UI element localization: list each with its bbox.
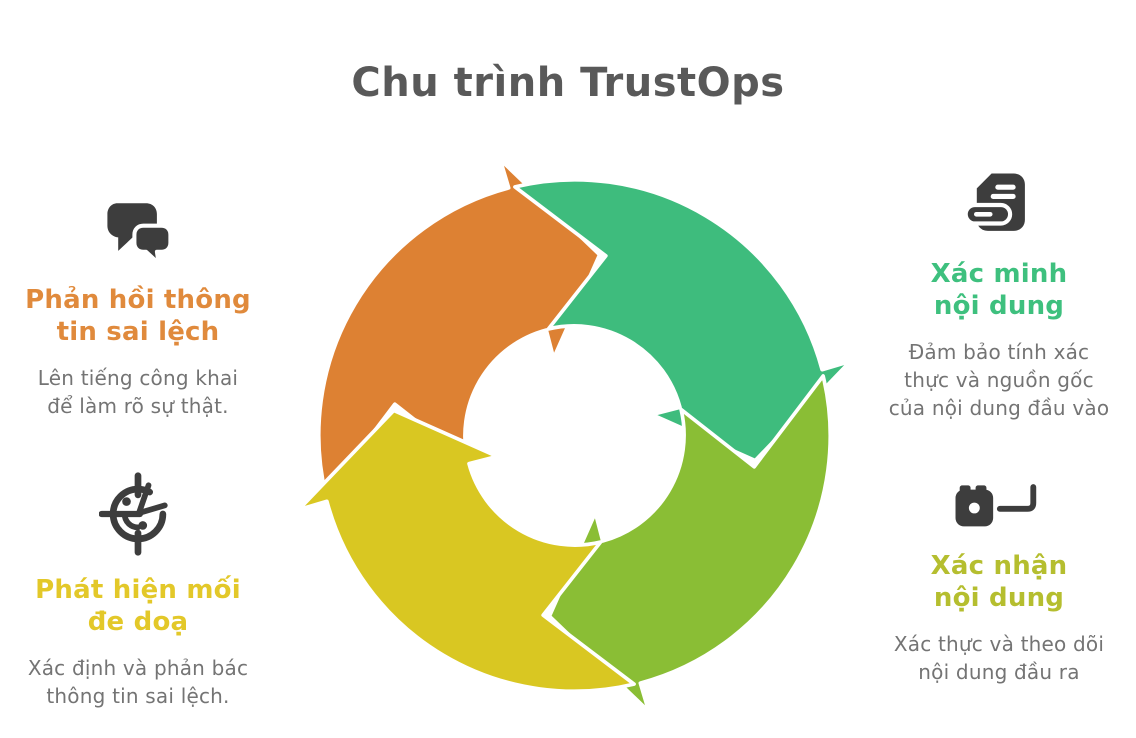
heading-line: nội dung bbox=[933, 583, 1065, 614]
section-validate-content: Xác nhận nội dung Xác thực và theo dõi n… bbox=[870, 482, 1128, 686]
section-respond-misinformation: Phản hồi thông tin sai lệch Lên tiếng cô… bbox=[18, 196, 258, 420]
body-line: Đảm bảo tính xác bbox=[908, 340, 1090, 365]
trustops-cycle-diagram bbox=[296, 157, 853, 714]
body-line: của nội dung đầu vào bbox=[888, 396, 1110, 421]
section-description: Xác thực và theo dõi nội dung đầu ra bbox=[870, 630, 1128, 686]
body-line: Xác thực và theo dõi bbox=[893, 632, 1105, 657]
body-line: Xác định và phản bác bbox=[27, 656, 249, 681]
heading-line: Xác minh bbox=[930, 259, 1068, 289]
heading-line: tin sai lệch bbox=[56, 317, 220, 348]
heading-line: nội dung bbox=[933, 291, 1065, 322]
heading-line: Xác nhận bbox=[930, 551, 1068, 581]
radar-icon bbox=[18, 470, 258, 558]
section-verify-content: Xác minh nội dung Đảm bảo tính xác thực … bbox=[870, 168, 1128, 422]
section-heading: Phát hiện mối đe doạ bbox=[18, 574, 258, 638]
section-heading: Phản hồi thông tin sai lệch bbox=[18, 284, 258, 348]
heading-line: Phát hiện mối bbox=[35, 575, 241, 605]
page-title: Chu trình TrustOps bbox=[351, 60, 785, 106]
fact-check-document-icon bbox=[870, 168, 1128, 242]
section-description: Đảm bảo tính xác thực và nguồn gốc của n… bbox=[870, 338, 1128, 422]
body-line: để làm rõ sự thật. bbox=[47, 394, 229, 419]
chat-bubbles-icon bbox=[18, 196, 258, 268]
cycle-arrow-verify bbox=[513, 178, 853, 463]
cycle-arrow-respond bbox=[317, 157, 602, 497]
camera-cable-icon bbox=[870, 482, 1128, 534]
section-heading: Xác minh nội dung bbox=[870, 258, 1128, 322]
cycle-arrow-detect bbox=[296, 408, 636, 693]
body-line: thông tin sai lệch. bbox=[46, 684, 230, 709]
cycle-arrow-validate bbox=[547, 374, 832, 714]
section-heading: Xác nhận nội dung bbox=[870, 550, 1128, 614]
heading-line: đe doạ bbox=[87, 607, 189, 638]
body-line: Lên tiếng công khai bbox=[37, 366, 239, 391]
section-description: Xác định và phản bác thông tin sai lệch. bbox=[18, 654, 258, 710]
section-detect-threats: Phát hiện mối đe doạ Xác định và phản bá… bbox=[18, 470, 258, 710]
body-line: nội dung đầu ra bbox=[918, 660, 1080, 685]
heading-line: Phản hồi thông bbox=[25, 285, 251, 315]
section-description: Lên tiếng công khai để làm rõ sự thật. bbox=[18, 364, 258, 420]
body-line: thực và nguồn gốc bbox=[904, 368, 1094, 393]
